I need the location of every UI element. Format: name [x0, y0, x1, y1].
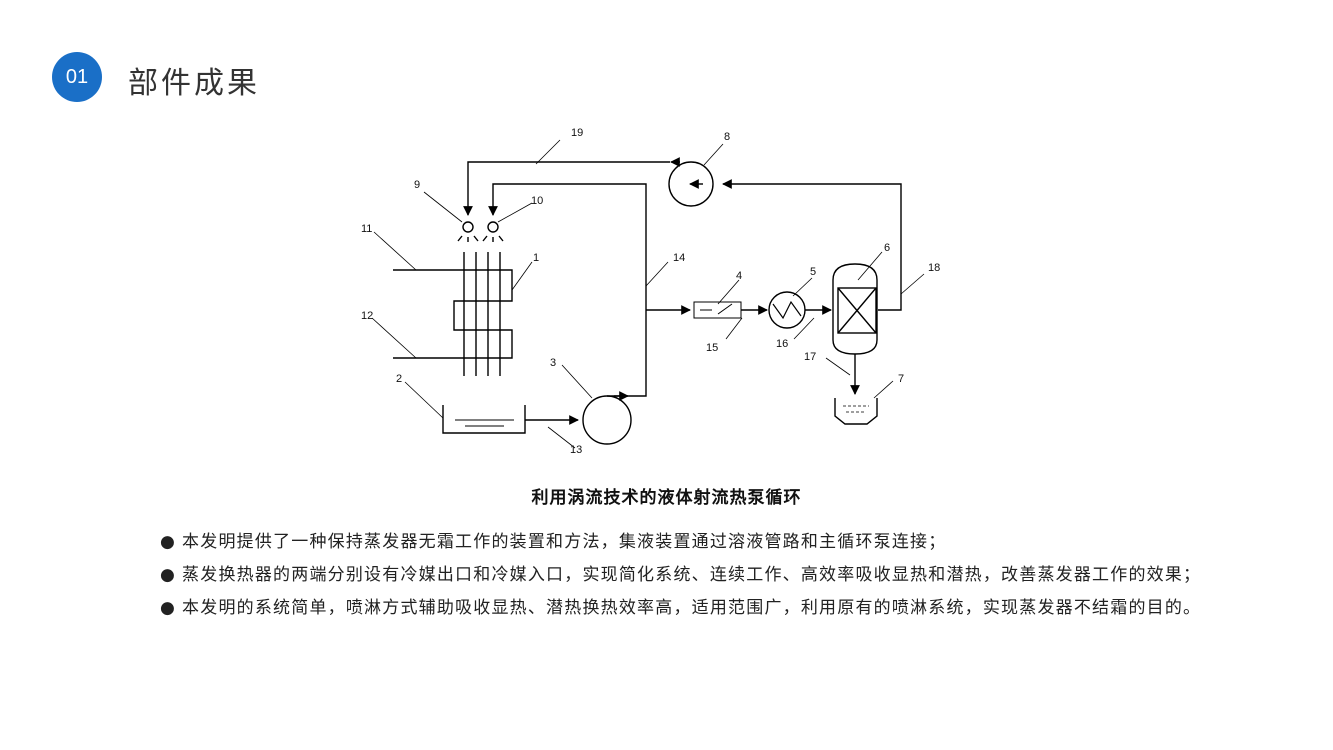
- nozzle-10: [482, 221, 504, 242]
- label-17: 17: [804, 351, 816, 363]
- label-4: 4: [736, 270, 742, 282]
- label-9: 9: [414, 179, 420, 191]
- pipe-19: [463, 161, 670, 216]
- page-title: 部件成果: [128, 66, 260, 101]
- tank-2: [442, 405, 526, 434]
- label-19: 19: [571, 127, 583, 139]
- label-11: 11: [361, 223, 372, 235]
- label-13: 13: [570, 444, 582, 456]
- label-5: 5: [810, 266, 816, 278]
- bullet-dot-icon: ●: [160, 532, 177, 552]
- label-14: 14: [673, 252, 685, 264]
- pump-8: [668, 161, 714, 207]
- description-list: ●本发明提供了一种保持蒸发器无霜工作的装置和方法，集液装置通过溶液管路和主循环泵…: [108, 526, 1228, 625]
- vessel-6: [832, 263, 878, 355]
- filter-4: [693, 301, 742, 319]
- bullet-text: 蒸发换热器的两端分别设有冷媒出口和冷媒入口，实现简化系统、连续工作、高效率吸收显…: [182, 565, 1202, 585]
- pipe-18: [722, 179, 902, 311]
- system-schematic-diagram: 19 8 9 10 11 1 12 2 3 13 14 4 5 6 18 15 …: [361, 127, 940, 456]
- bullet-dot-icon: ●: [160, 565, 177, 585]
- evaporator-1: [393, 252, 513, 376]
- label-16: 16: [776, 338, 788, 350]
- bullet-item: ●蒸发换热器的两端分别设有冷媒出口和冷媒入口，实现简化系统、连续工作、高效率吸收…: [108, 559, 1228, 592]
- heater-5: [768, 291, 806, 329]
- bullet-text: 本发明提供了一种保持蒸发器无霜工作的装置和方法，集液装置通过溶液管路和主循环泵连…: [182, 532, 947, 552]
- diagram-caption: 利用涡流技术的液体射流热泵循环: [531, 488, 802, 508]
- label-2: 2: [396, 373, 402, 385]
- label-7: 7: [898, 373, 904, 385]
- nozzle-9: [457, 221, 479, 242]
- pipe-to-nozzle-10: [488, 183, 647, 310]
- label-12: 12: [361, 310, 373, 322]
- label-18: 18: [928, 262, 940, 274]
- collector-7: [834, 398, 878, 425]
- bullet-item: ●本发明提供了一种保持蒸发器无霜工作的装置和方法，集液装置通过溶液管路和主循环泵…: [108, 526, 1228, 559]
- label-15: 15: [706, 342, 718, 354]
- bullet-item: ●本发明的系统简单，喷淋方式辅助吸收显热、潜热换热效率高，适用范围广，利用原有的…: [108, 592, 1228, 625]
- pump-3: [582, 395, 632, 445]
- bullet-text: 本发明的系统简单，喷淋方式辅助吸收显热、潜热换热效率高，适用范围广，利用原有的喷…: [182, 598, 1202, 618]
- label-1: 1: [533, 252, 539, 264]
- label-6: 6: [884, 242, 890, 254]
- label-10: 10: [531, 195, 543, 207]
- bullet-dot-icon: ●: [160, 598, 177, 618]
- label-3: 3: [550, 357, 556, 369]
- label-8: 8: [724, 131, 730, 143]
- section-number-badge: 01: [52, 52, 102, 102]
